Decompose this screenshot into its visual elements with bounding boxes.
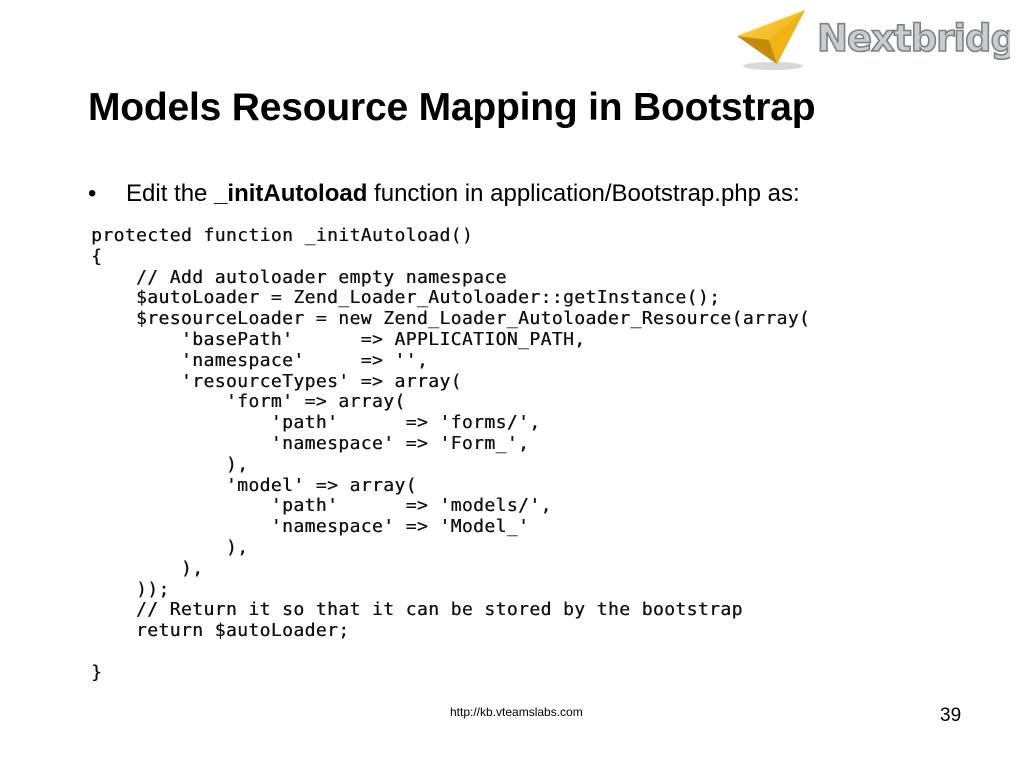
slide-title: Models Resource Mapping in Bootstrap <box>88 86 816 129</box>
svg-text:Nextbridge: Nextbridge <box>817 17 1010 60</box>
code-line: ), <box>91 536 249 558</box>
code-line: // Return it so that it can be stored by… <box>91 599 743 621</box>
footer-url: http://kb.vteamslabs.com <box>450 705 583 719</box>
code-line: 'namespace' => '', <box>91 349 429 371</box>
paper-plane-icon: Nextbridge <box>737 10 1010 70</box>
code-block: protected function _initAutoload(){ // A… <box>91 225 811 684</box>
code-line: )); <box>91 578 170 600</box>
code-line: 'namespace' => 'Model_' <box>91 516 530 538</box>
code-line: } <box>91 661 103 683</box>
bullet-prefix: Edit the <box>126 180 215 207</box>
code-line: return $autoLoader; <box>91 620 350 642</box>
code-line: 'path' => 'models/', <box>91 495 552 517</box>
nextbridge-logo: Nextbridge <box>735 6 1010 74</box>
code-line <box>91 642 810 663</box>
bullet-marker: • <box>88 180 97 207</box>
page-number: 39 <box>940 705 962 726</box>
code-line: 'form' => array( <box>91 391 406 413</box>
bullet-suffix: function in application/Bootstrap.php as… <box>367 180 800 207</box>
code-line: 'namespace' => 'Form_', <box>91 432 530 454</box>
code-line: 'resourceTypes' => array( <box>91 370 462 392</box>
code-line: // Add autoloader empty namespace <box>91 266 507 288</box>
code-line: $autoLoader = Zend_Loader_Autoloader::ge… <box>91 287 721 309</box>
code-line: 'basePath' => APPLICATION_PATH, <box>91 328 586 350</box>
code-line: $resourceLoader = new Zend_Loader_Autolo… <box>91 308 811 330</box>
code-line: ), <box>91 453 249 475</box>
code-line: ), <box>91 557 204 579</box>
function-name: _initAutoload <box>214 180 368 207</box>
code-line: protected function _initAutoload() <box>91 225 474 246</box>
code-line: 'model' => array( <box>91 474 417 496</box>
code-line: 'path' => 'forms/', <box>91 412 541 434</box>
bullet-item: • Edit the _initAutoload function in appl… <box>88 180 800 208</box>
code-line: { <box>91 245 103 267</box>
